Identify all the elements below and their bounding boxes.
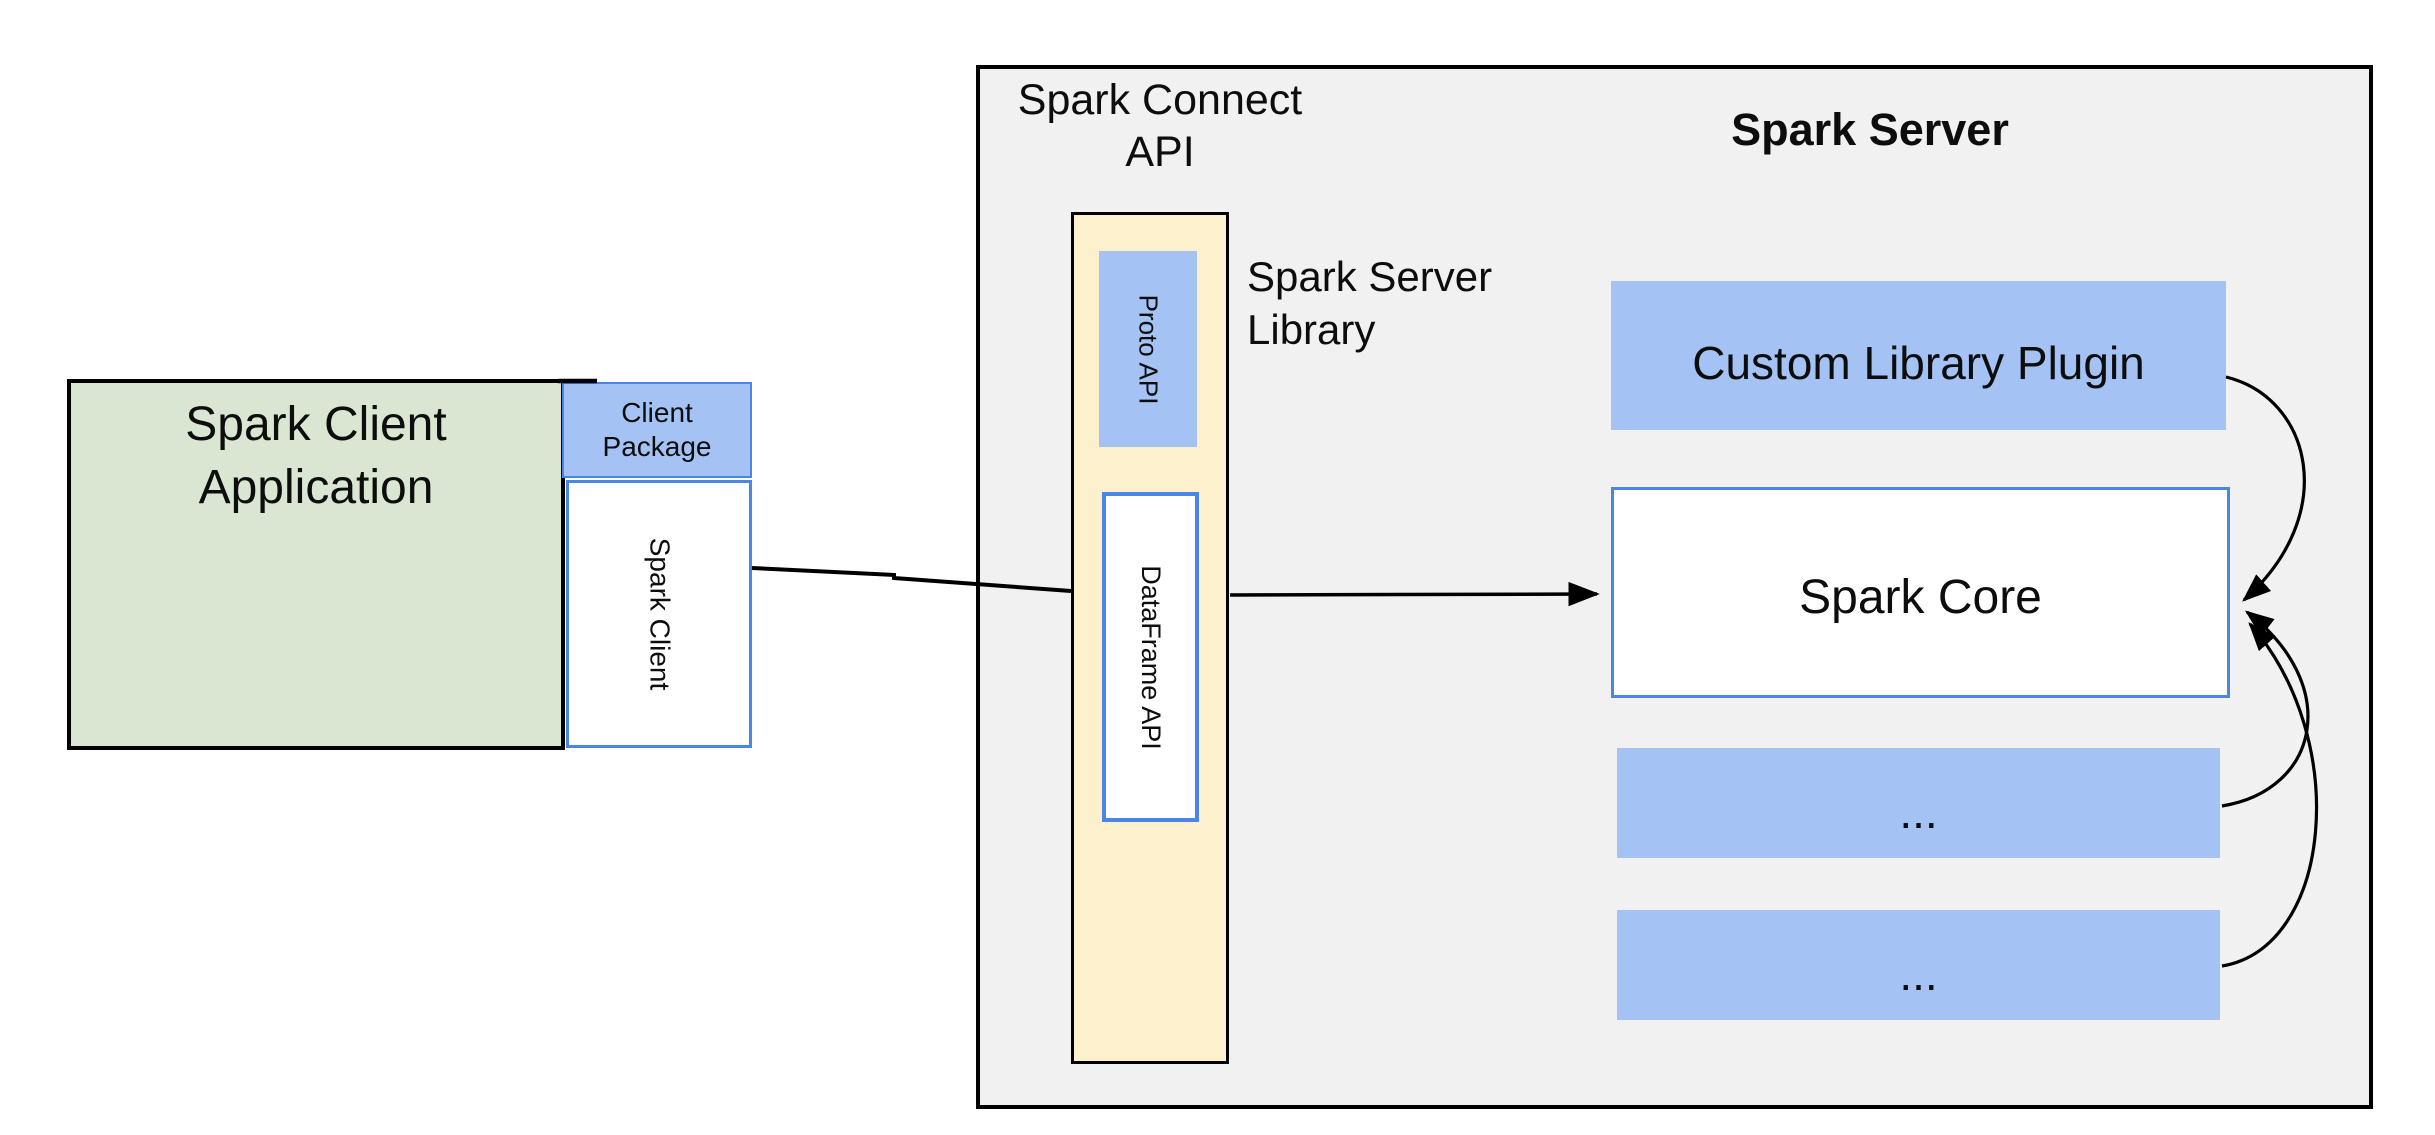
spark-connect-api-label-line1: Spark Connect xyxy=(1017,76,1303,124)
server-module-box-2: ... xyxy=(1617,910,2220,1020)
server-module-box-1: ... xyxy=(1617,748,2220,858)
client-package-line2: Package xyxy=(602,431,712,462)
spark-client-box: Spark Client xyxy=(566,480,752,748)
spark-server-library-label-line1: Spark Server xyxy=(1247,253,1493,300)
spark-server-library-label-line2: Library xyxy=(1247,306,1376,353)
dataframe-api-box: DataFrame API xyxy=(1102,492,1199,822)
proto-api-box: Proto API xyxy=(1099,251,1197,447)
custom-library-plugin-label: Custom Library Plugin xyxy=(1692,336,2145,389)
spark-connect-api-label: Spark Connect API xyxy=(985,74,1335,178)
spark-server-library-label: Spark Server Library xyxy=(1247,250,1607,356)
custom-library-plugin-box: Custom Library Plugin xyxy=(1611,281,2226,430)
server-module-1-label: ... xyxy=(1899,786,1938,838)
dataframe-api-label: DataFrame API xyxy=(1136,564,1167,750)
spark-client-label: Spark Client xyxy=(643,537,675,691)
spark-client-application-line2: Application xyxy=(198,461,434,514)
client-package-box: Client Package xyxy=(562,382,752,478)
client-package-line1: Client xyxy=(621,397,693,428)
spark-client-application-box: Spark Client Application xyxy=(67,379,565,750)
server-module-2-label: ... xyxy=(1899,948,1938,1000)
spark-server-title: Spark Server xyxy=(1731,104,2009,155)
spark-core-label: Spark Core xyxy=(1799,571,2042,624)
spark-connect-api-label-line2: API xyxy=(1125,128,1195,176)
spark-core-box: Spark Core xyxy=(1611,487,2230,698)
spark-client-application-line1: Spark Client xyxy=(185,398,447,451)
proto-api-label: Proto API xyxy=(1133,294,1164,404)
